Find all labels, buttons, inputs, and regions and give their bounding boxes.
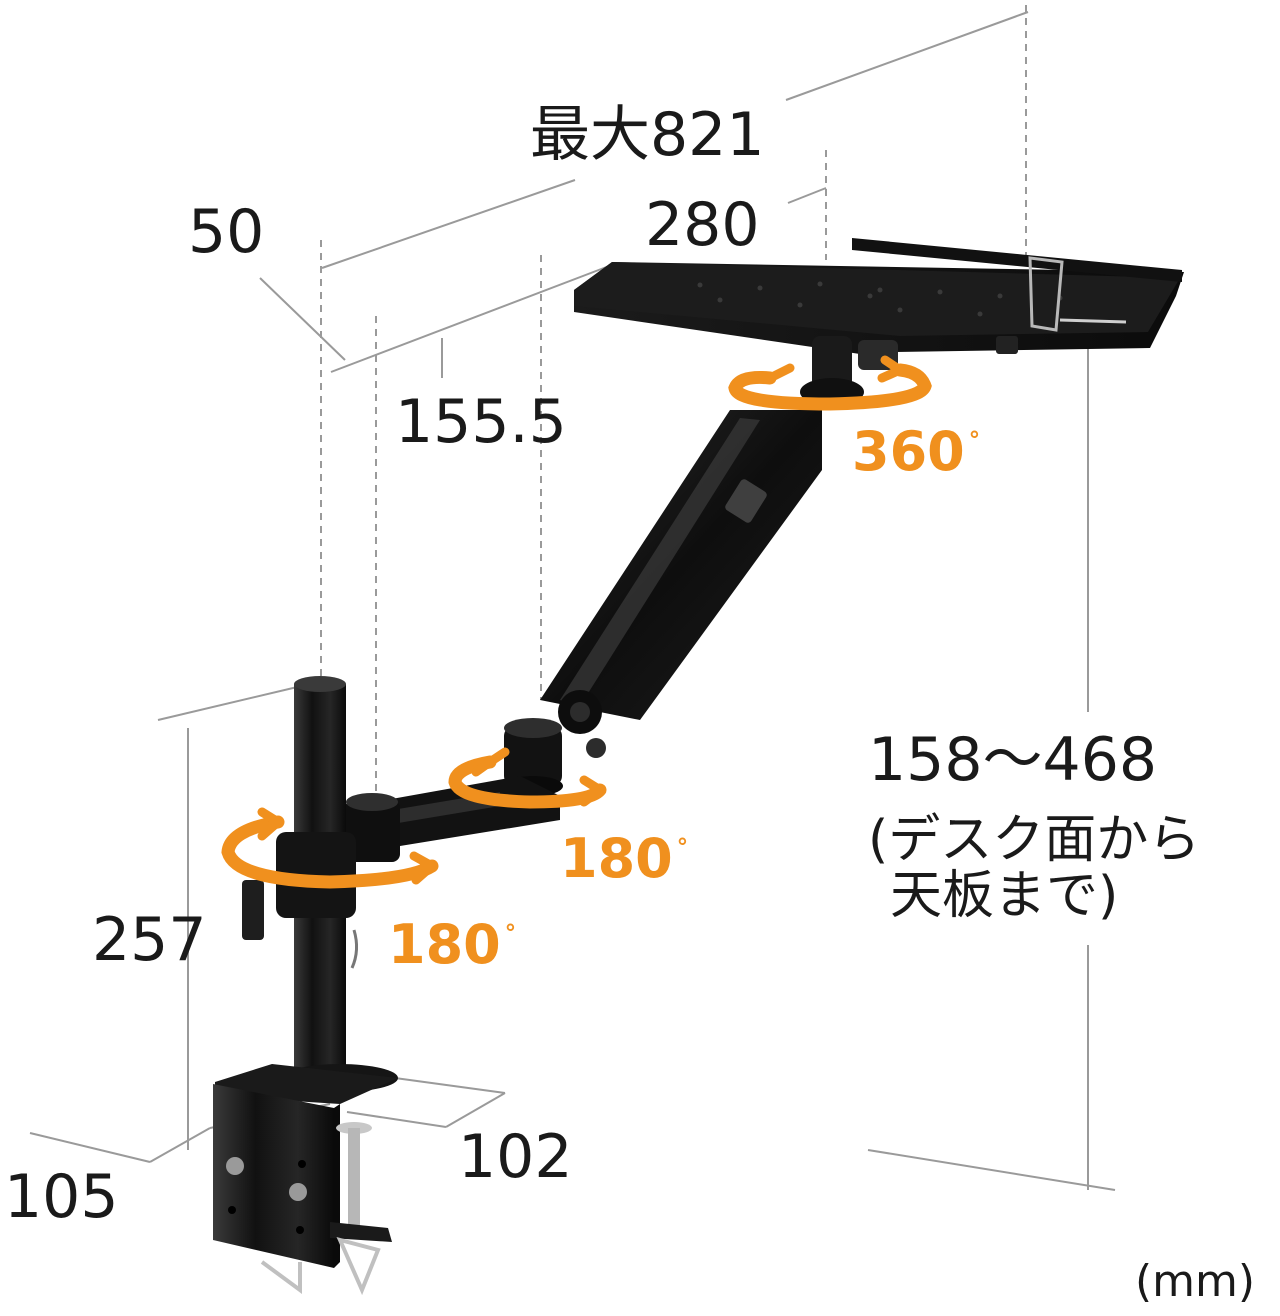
rotation-arrows [221,355,932,889]
height-range-note-line1: (デスク面から [868,810,1201,870]
tray-depth-line-left [330,262,618,373]
clamp-width-edge [445,1092,506,1128]
pole-offset-leader [259,277,346,361]
tray-rotation-value: 360 [852,420,965,483]
max-reach-line-left [321,179,576,269]
pole-height-label: 257 [92,905,207,975]
lower-arm [345,776,560,862]
gas-spring-arm [540,410,822,758]
clamp-depth-label: 105 [4,1162,119,1232]
base-rotation-value: 180 [388,913,501,976]
tray-depth-label: 280 [645,190,760,260]
max-reach-label: 最大821 [530,100,765,170]
elbow-rotation-label: 180° [560,832,688,886]
clamp-depth-bottom [29,1132,151,1163]
base-rotation-arrow [221,807,439,889]
max-reach-line-right [785,11,1029,101]
base-rotation-label: 180° [388,918,516,972]
unit-label: (mm) [1135,1256,1256,1307]
tray-plate [574,238,1184,354]
pole-offset-label: 50 [188,197,265,267]
height-range-note: (デスク面から 天板まで) [868,812,1200,924]
elbow-rotation-value: 180 [560,827,673,890]
height-range-bottom [867,1149,1116,1191]
elbow-rotation-arrow [448,747,607,809]
dimension-lines [29,5,1131,1191]
height-range-note-line2: 天板まで) [890,866,1119,927]
height-range-label: 158～468 [868,725,1158,795]
tray-rotation-degree: ° [968,428,981,455]
elbow-rotation-degree: ° [676,835,689,862]
tray-rotation-label: 360° [852,425,980,479]
clamp-width-top [394,1077,506,1094]
tray-perforation [697,281,1063,317]
clamp-width-bottom [346,1111,447,1128]
base-rotation-degree: ° [504,921,517,948]
desk-clamp [213,1064,398,1296]
arm-segment-label: 155.5 [395,387,567,457]
clamp-width-label: 102 [458,1122,573,1192]
clamp-depth-edge [149,1127,211,1163]
pole-height-top [157,683,311,721]
tray-rotation-arrow [728,355,932,411]
tray-depth-line-right [787,187,827,204]
